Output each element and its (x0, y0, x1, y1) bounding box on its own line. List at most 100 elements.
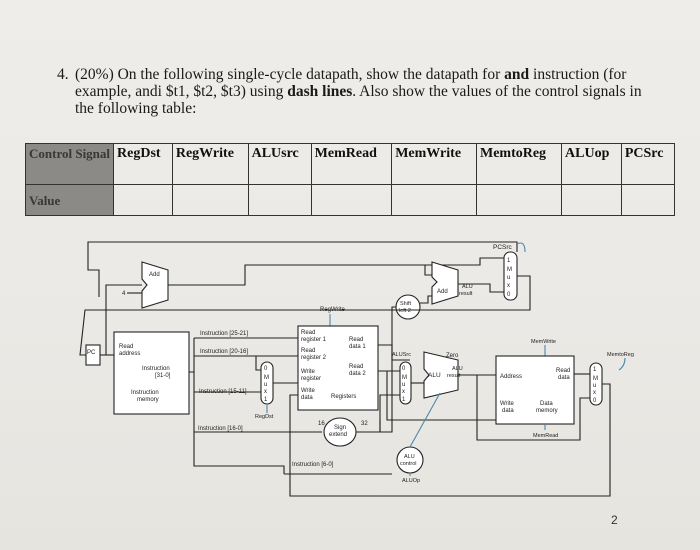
alu-control-label-b: control (400, 461, 417, 467)
sign-extend-input-width: 16 (318, 421, 325, 427)
mux-letter-m: M (264, 375, 269, 381)
mux-input-1: 1 (507, 258, 511, 264)
instr-5-0-label: Instruction [6-0] (292, 462, 334, 468)
rt-to-mux-wire (255, 356, 261, 371)
alu-control-label-a: ALU (404, 454, 415, 460)
instr-20-16-label: Instruction [20-16] (200, 349, 248, 355)
mux-letter-m: M (402, 375, 407, 381)
table-header-row: Control Signal RegDst RegWrite ALUsrc Me… (24, 143, 676, 185)
value-label: Value (24, 184, 115, 216)
memtoreg-control-wire (618, 357, 626, 371)
memtoreg-label: MemtoReg (607, 352, 634, 358)
pc-plus-4-to-mux (425, 257, 504, 266)
mux-letter-u: u (507, 275, 510, 281)
pc-mux (503, 251, 518, 301)
read-address-label-1: Read (119, 344, 133, 350)
alu-result-label-b: result (447, 373, 461, 379)
col-alusrc: ALUsrc (247, 143, 312, 185)
add2-label: Add (437, 289, 448, 295)
mux-letter-x: x (402, 389, 405, 395)
question-bold-dash-lines: dash lines (287, 83, 353, 100)
value-cell[interactable] (620, 184, 676, 216)
data-memory-label-a: Data (540, 401, 553, 407)
write-data-b: data (301, 395, 313, 401)
pc-to-adder-wire (105, 284, 142, 355)
branch-adder (431, 261, 459, 305)
question-number: 4. (57, 66, 69, 83)
sign-extend-label-a: Sign (334, 425, 346, 431)
registers-label: Registers (331, 394, 356, 400)
read-data-2-b: data 2 (349, 371, 366, 377)
instruction-bits-label: [31-0] (155, 373, 171, 379)
regdst-label: RegDst (255, 414, 274, 420)
write-data2-b: data (502, 408, 514, 414)
add-result-label-top: ALU (462, 284, 473, 290)
add-result-label-bottom: result (459, 291, 473, 297)
address-label: Address (500, 374, 522, 380)
memread-label: MemRead (533, 433, 558, 439)
read-register-1-a: Read (301, 330, 315, 336)
write-data2-a: Write (500, 401, 515, 407)
table-value-row: Value (24, 184, 676, 216)
memwrite-label: MemWrite (531, 339, 556, 345)
write-data-a: Write (301, 388, 316, 394)
mux-letter-x: x (264, 389, 267, 395)
shift-left-2 (395, 294, 421, 320)
pcsrc-control-wire (516, 242, 526, 253)
sign-extend-output-width: 32 (361, 421, 368, 427)
mux-letter-u: u (264, 382, 267, 388)
mux-letter-x: x (507, 283, 510, 289)
alu-result-label-a: ALU (452, 366, 463, 372)
pc-plus-4-wire (168, 264, 432, 286)
immediate-to-shift (380, 306, 396, 433)
instruction-memory (113, 331, 190, 415)
value-cell[interactable] (171, 184, 249, 216)
read-data-1-a: Read (349, 337, 363, 343)
question-text-part: instruction (for example, andi $t1, $t2,… (75, 66, 627, 100)
read-register-2-b: register 2 (301, 355, 327, 361)
mux-letter-x: x (593, 390, 596, 396)
question-text-part: (20%) On the following single-cycle data… (75, 66, 505, 83)
value-cell[interactable] (391, 184, 477, 216)
mux-input-0: 0 (402, 366, 406, 372)
data-memory-label-b: memory (536, 408, 558, 414)
pc-label: PC (87, 350, 96, 356)
shift-label-bottom: left 2 (399, 308, 411, 314)
aluop-label: ALUOp (402, 478, 420, 484)
writeback-wire (289, 383, 611, 497)
next-pc-wire (79, 275, 531, 356)
read-register-2-a: Read (301, 348, 315, 354)
add-label: Add (149, 272, 160, 278)
instruction-label: Instruction (142, 366, 170, 372)
col-memread: MemRead (310, 143, 393, 185)
read-data-a: Read (556, 368, 570, 374)
col-pcsrc: PCSrc (620, 143, 676, 185)
alu-control (396, 446, 424, 474)
register-file (297, 325, 379, 411)
read-address-label-2: address (119, 351, 140, 357)
instr-15-0-label: Instruction [16-0] (198, 426, 243, 432)
page-number: 2 (611, 513, 618, 527)
mux-input-1: 1 (593, 367, 597, 373)
question-text-part: . Also show the values of the control si… (75, 83, 642, 117)
pc-adder (141, 261, 169, 309)
zero-label: Zero (446, 353, 459, 359)
write-register-b: register (301, 376, 321, 382)
alu-bypass-wire (476, 375, 590, 441)
col-aluop: ALUop (561, 143, 622, 185)
col-regwrite: RegWrite (171, 143, 249, 185)
alu-control-wire (409, 392, 441, 448)
shift-to-adder-wire (420, 295, 432, 304)
read-data-b: data (558, 375, 570, 381)
pcsrc-label: PCSrc (493, 244, 513, 251)
value-cell[interactable] (113, 184, 173, 216)
immediate-wire (356, 394, 400, 433)
value-cell[interactable] (310, 184, 393, 216)
control-signal-table: Control Signal RegDst RegWrite ALUsrc Me… (24, 143, 676, 216)
question-4: 4. (20%) On the following single-cycle d… (57, 66, 657, 117)
value-cell[interactable] (247, 184, 312, 216)
instr-15-11-label: Instruction [15-11] (199, 389, 247, 395)
value-cell[interactable] (475, 184, 563, 216)
